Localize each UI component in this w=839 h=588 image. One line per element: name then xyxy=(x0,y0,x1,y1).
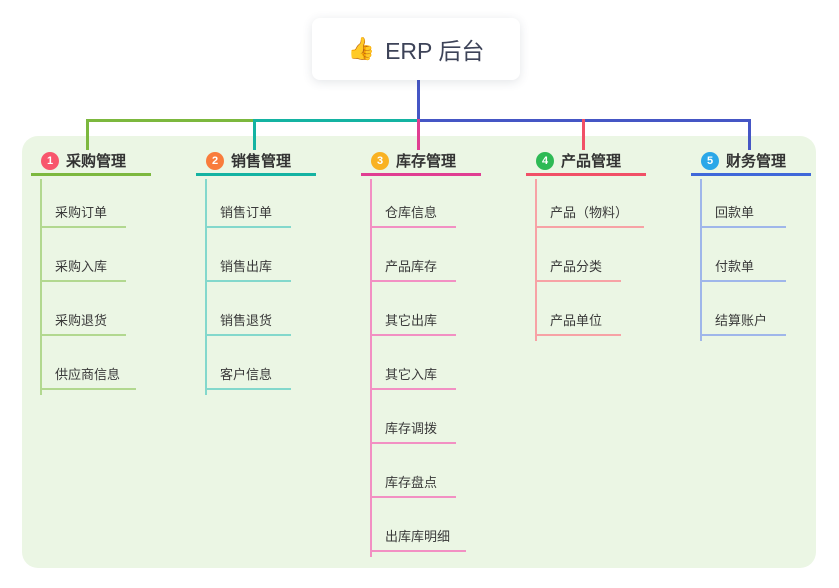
child-node[interactable]: 销售订单 xyxy=(205,176,291,228)
connector-drop-sales xyxy=(253,119,256,150)
branch-number-badge: 1 xyxy=(41,151,59,170)
branch-node-finance[interactable]: 5 财务管理 xyxy=(691,148,811,176)
branch-children: 采购订单 采购入库 采购退货 供应商信息 xyxy=(40,176,181,390)
branch-product: 4 产品管理 产品（物料） 产品分类 产品单位 xyxy=(526,148,676,341)
branch-sales: 2 销售管理 销售订单 销售出库 销售退货 客户信息 xyxy=(196,148,346,395)
branch-number-badge: 4 xyxy=(536,151,554,170)
branch-spine xyxy=(205,179,207,395)
branch-label: 财务管理 xyxy=(726,153,787,170)
root-node[interactable]: 👍 ERP 后台 xyxy=(312,18,520,80)
child-node[interactable]: 采购订单 xyxy=(40,176,126,228)
child-node[interactable]: 其它入库 xyxy=(370,336,456,390)
child-node[interactable]: 库存盘点 xyxy=(370,444,456,498)
child-node[interactable]: 销售退货 xyxy=(205,282,291,336)
branch-number-badge: 5 xyxy=(701,151,719,170)
branch-label: 库存管理 xyxy=(396,153,457,170)
child-node[interactable]: 产品分类 xyxy=(535,228,621,282)
child-node[interactable]: 出库库明细 xyxy=(370,498,467,552)
connector-drop-inventory xyxy=(417,119,420,150)
connector-root-drop xyxy=(417,80,420,119)
branch-spine xyxy=(40,179,42,395)
child-node[interactable]: 供应商信息 xyxy=(40,336,137,390)
branch-number-badge: 2 xyxy=(206,151,224,170)
branch-children: 回款单 付款单 结算账户 xyxy=(700,176,839,336)
branch-inventory: 3 库存管理 仓库信息 产品库存 其它出库 其它入库 库存调拨 库存盘点 出库库… xyxy=(361,148,511,557)
branch-children: 产品（物料） 产品分类 产品单位 xyxy=(535,176,676,336)
child-node[interactable]: 产品（物料） xyxy=(535,176,645,228)
root-title: ERP 后台 xyxy=(385,38,485,64)
child-node[interactable]: 产品单位 xyxy=(535,282,621,336)
child-node[interactable]: 产品库存 xyxy=(370,228,456,282)
branch-purchase: 1 采购管理 采购订单 采购入库 采购退货 供应商信息 xyxy=(31,148,181,395)
thumbs-up-icon: 👍 xyxy=(347,36,376,61)
child-node[interactable]: 销售出库 xyxy=(205,228,291,282)
branch-node-purchase[interactable]: 1 采购管理 xyxy=(31,148,151,176)
branch-label: 产品管理 xyxy=(561,153,622,170)
connector-drop-finance xyxy=(748,119,751,150)
child-node[interactable]: 结算账户 xyxy=(700,282,786,336)
branch-label: 采购管理 xyxy=(66,153,127,170)
branch-children: 仓库信息 产品库存 其它出库 其它入库 库存调拨 库存盘点 出库库明细 xyxy=(370,176,511,552)
branch-node-inventory[interactable]: 3 库存管理 xyxy=(361,148,481,176)
branch-node-sales[interactable]: 2 销售管理 xyxy=(196,148,316,176)
connector-drop-product xyxy=(582,119,585,150)
branch-number-badge: 3 xyxy=(371,151,389,170)
connector-drop-purchase xyxy=(86,119,89,150)
branch-spine xyxy=(370,179,372,557)
child-node[interactable]: 付款单 xyxy=(700,228,786,282)
child-node[interactable]: 其它出库 xyxy=(370,282,456,336)
child-node[interactable]: 仓库信息 xyxy=(370,176,456,228)
connector-bus-teal xyxy=(255,119,418,122)
child-node[interactable]: 采购入库 xyxy=(40,228,126,282)
branch-children: 销售订单 销售出库 销售退货 客户信息 xyxy=(205,176,346,390)
branch-finance: 5 财务管理 回款单 付款单 结算账户 xyxy=(691,148,839,341)
child-node[interactable]: 回款单 xyxy=(700,176,786,228)
branch-node-product[interactable]: 4 产品管理 xyxy=(526,148,646,176)
connector-bus-green xyxy=(86,119,255,122)
child-node[interactable]: 客户信息 xyxy=(205,336,291,390)
branch-spine xyxy=(535,179,537,341)
branch-label: 销售管理 xyxy=(231,153,292,170)
child-node[interactable]: 采购退货 xyxy=(40,282,126,336)
branch-spine xyxy=(700,179,702,341)
child-node[interactable]: 库存调拨 xyxy=(370,390,456,444)
